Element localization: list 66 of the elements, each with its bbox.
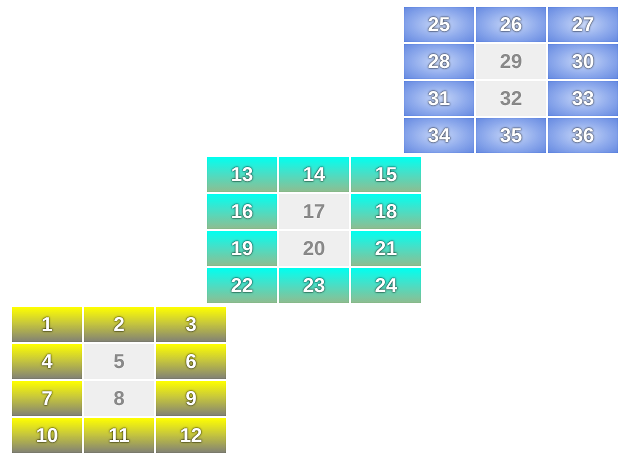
grid-cell	[548, 118, 618, 153]
cell-number: 22	[230, 274, 254, 296]
grid-cell	[84, 418, 154, 453]
grid-cell	[351, 194, 421, 229]
grid-cell	[12, 344, 82, 379]
grid-cell	[12, 418, 82, 453]
cell-number: 21	[374, 238, 398, 260]
cell-number: 14	[302, 164, 326, 186]
cell-number: 2	[113, 314, 125, 336]
cell-number: 10	[36, 424, 58, 446]
cell-number: 7	[41, 388, 53, 410]
grid-cell	[279, 268, 349, 303]
grid-cell	[156, 381, 226, 416]
grid-cell	[12, 381, 82, 416]
cell-number: 4	[41, 350, 53, 372]
grid-cell	[404, 44, 474, 79]
grid-cell	[207, 194, 277, 229]
grid-cell	[207, 231, 277, 266]
grid-cell	[548, 7, 618, 42]
cell-number: 5	[113, 350, 125, 372]
cell-number: 1	[41, 314, 53, 336]
cell-number: 29	[500, 50, 522, 72]
grid-cell	[548, 44, 618, 79]
grid-cell	[12, 307, 82, 342]
cell-number: 35	[500, 124, 522, 146]
grid-cell	[279, 157, 349, 192]
grid-cell	[351, 231, 421, 266]
cell-number: 26	[500, 14, 522, 36]
grid-cell	[207, 157, 277, 192]
cell-number: 30	[572, 50, 594, 72]
grid-cell	[476, 118, 546, 153]
cell-number: 32	[500, 88, 522, 110]
cell-number: 28	[428, 50, 450, 72]
cell-number: 25	[428, 14, 450, 36]
cell-number: 15	[374, 164, 398, 186]
cell-number: 9	[185, 388, 197, 410]
cell-number: 27	[572, 14, 594, 36]
cell-number: 11	[108, 424, 130, 446]
grid-cell	[84, 307, 154, 342]
cell-number: 13	[230, 164, 254, 186]
grid-cell	[404, 118, 474, 153]
cell-number: 12	[180, 424, 202, 446]
cell-number: 36	[572, 124, 594, 146]
cell-number: 19	[230, 238, 254, 260]
grid-cell	[207, 268, 277, 303]
cell-number: 33	[572, 88, 594, 110]
cell-number: 6	[185, 350, 197, 372]
grid-cell	[476, 7, 546, 42]
grid-cell	[351, 157, 421, 192]
cell-number: 8	[113, 388, 125, 410]
cell-number: 20	[302, 238, 326, 260]
cell-number: 18	[374, 200, 398, 222]
grid-cell	[156, 344, 226, 379]
cell-number: 24	[374, 274, 398, 296]
grid-cell	[404, 7, 474, 42]
cell-number: 31	[428, 88, 450, 110]
grid-cell	[351, 268, 421, 303]
cell-number: 17	[302, 200, 326, 222]
cell-number: 3	[185, 314, 197, 336]
cell-number: 23	[302, 274, 326, 296]
grid-cell	[156, 307, 226, 342]
cell-number: 16	[230, 200, 254, 222]
grid-cell	[156, 418, 226, 453]
cell-number: 34	[428, 124, 450, 146]
grid-cell	[548, 81, 618, 116]
grid-cell	[404, 81, 474, 116]
